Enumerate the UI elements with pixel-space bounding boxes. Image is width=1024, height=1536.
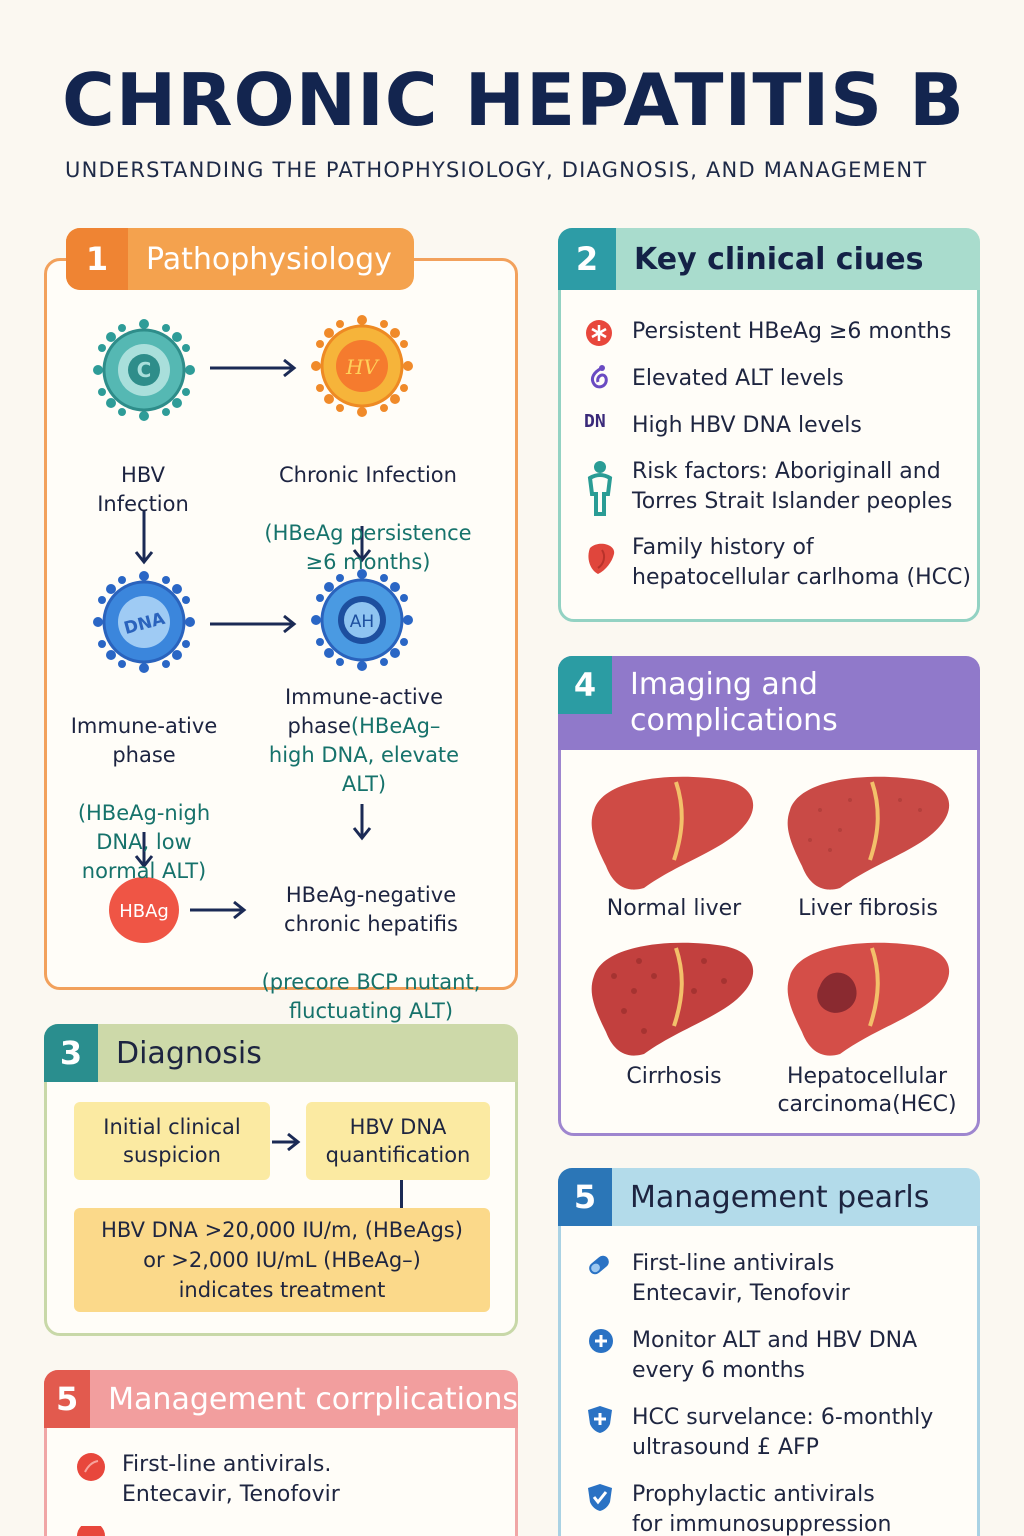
cirrhosis-liver-image: [591, 942, 754, 1056]
treatment-threshold-box: HBV DNA >20,000 IU/m, (HBeAgs) or >2,000…: [74, 1208, 490, 1312]
management-complications-header: 5 Management corrplications: [44, 1370, 518, 1428]
section-number: 2: [558, 228, 616, 290]
arrow-right-icon: [190, 900, 247, 920]
section-number: 5: [558, 1168, 612, 1226]
section-number: 5: [44, 1370, 91, 1428]
people-icon: [587, 461, 613, 516]
hbv-virus-icon: C: [93, 319, 195, 421]
clue-item: Elevated ALT levels: [632, 366, 844, 391]
shield-check-icon: [588, 1484, 612, 1511]
chronic-infection-text: Chronic Infection (HBeAg persistence ≥6 …: [264, 463, 472, 574]
liver-caption: Normal liver: [606, 896, 742, 921]
chronic-virus-icon-text: HV: [345, 355, 380, 379]
arrow-right-icon: [210, 358, 297, 378]
arrow-right-icon: [272, 1132, 301, 1152]
liver-caption: Liver fibrosis: [798, 896, 938, 921]
section-label: Management corrplications: [108, 1381, 518, 1417]
connector-line: [400, 1180, 403, 1208]
clue-item: Risk factors: Aboriginall and Torres Str…: [632, 459, 953, 514]
dna-icon: DN: [584, 411, 606, 432]
section-number: 3: [44, 1024, 98, 1082]
section-label: Imaging and complications: [630, 667, 838, 738]
arrow-down-icon: [134, 510, 154, 565]
diagnosis-header: 3 Diagnosis: [44, 1024, 518, 1082]
hbv-infection-text: HBV Infection: [97, 463, 189, 516]
imaging-panel: [558, 686, 980, 1136]
normal-liver-image: [591, 776, 754, 890]
immune-active-text: Immune-active phase(HBeAg– high DNA, ele…: [268, 685, 460, 796]
arrow-right-icon: [210, 614, 297, 634]
hbag-label: HBAg: [119, 901, 169, 922]
shield-plus-icon: [588, 1406, 612, 1433]
dna-quantification-box: HBV DNA quantification: [306, 1102, 490, 1180]
asterisk-icon: [586, 320, 612, 346]
pearl-item: First-line antivirals Entecavir, Tenofov…: [632, 1251, 850, 1306]
management-pearls-panel: [558, 1194, 980, 1536]
pill-icon: [77, 1453, 105, 1481]
fibrosis-liver-image: [787, 776, 950, 890]
management-pearls-header: 5 Management pearls: [558, 1168, 980, 1226]
chronic-virus-icon: HV: [311, 315, 413, 417]
management-item: First-line antivirals. Entecavir, Tenofo…: [122, 1452, 340, 1507]
pathophysiology-header: 1 Pathophysiology: [66, 228, 414, 290]
section-label: Diagnosis: [116, 1035, 262, 1071]
clinical-clues-header: 2 Key clinical ciues: [558, 228, 980, 290]
pill-icon: [77, 1526, 105, 1536]
immune-ative-virus-icon: DNA: [93, 571, 195, 673]
clue-item: High HBV DNA levels: [632, 413, 862, 438]
liver-caption: Cirrhosis: [626, 1064, 722, 1089]
arrow-down-icon: [134, 832, 154, 869]
imaging-header: 4 Imaging and complications: [558, 656, 980, 750]
section-number: 4: [558, 656, 612, 714]
section-label: Pathophysiology: [146, 241, 392, 277]
immune-ative-text: Immune-ative phase (HBeAg-nigh DNA, low …: [70, 714, 218, 883]
immune-active-virus-icon: AH: [311, 569, 413, 671]
page-title: CHRONIC HEPATITIS B: [62, 58, 966, 142]
section-label: Management pearls: [630, 1179, 930, 1215]
liver-icon: [588, 543, 615, 574]
liver-caption: Hepatocellular carcinoma(HЄC): [777, 1064, 957, 1117]
arrow-down-icon: [352, 526, 372, 563]
section-label: Key clinical ciues: [634, 241, 924, 277]
capsule-icon: [589, 1255, 609, 1275]
clue-item: Family history of hepatocellular carlhom…: [632, 535, 971, 590]
page-subtitle: UNDERSTANDING THE PATHOPHYSIOLOGY, DIAGN…: [65, 158, 928, 182]
hcc-liver-image: [787, 942, 950, 1056]
clinical-suspicion-box: Initial clinical suspicion: [74, 1102, 270, 1180]
clinical-clues-panel: [558, 258, 980, 622]
flask-icon: [590, 365, 608, 389]
pearl-item: HCC survelance: 6-monthly ultrasound £ A…: [632, 1405, 934, 1460]
section-number: 1: [66, 228, 128, 290]
pearl-item: Monitor ALT and HBV DNA every 6 months: [632, 1328, 918, 1383]
pearl-item: Prophylactic antivirals for immunosuppre…: [632, 1482, 892, 1536]
hbv-virus-icon-text: C: [137, 358, 152, 382]
immune-active-virus-icon-text: AH: [350, 612, 374, 632]
arrow-down-icon: [352, 804, 372, 841]
plus-icon: [589, 1329, 613, 1353]
hbag-icon: HBAg: [109, 877, 179, 943]
clue-item: Persistent HBeAg ≥6 months: [632, 319, 952, 344]
hbeag-negative-text: HBeAg-negative chronic hepatifis (precor…: [261, 883, 481, 1023]
